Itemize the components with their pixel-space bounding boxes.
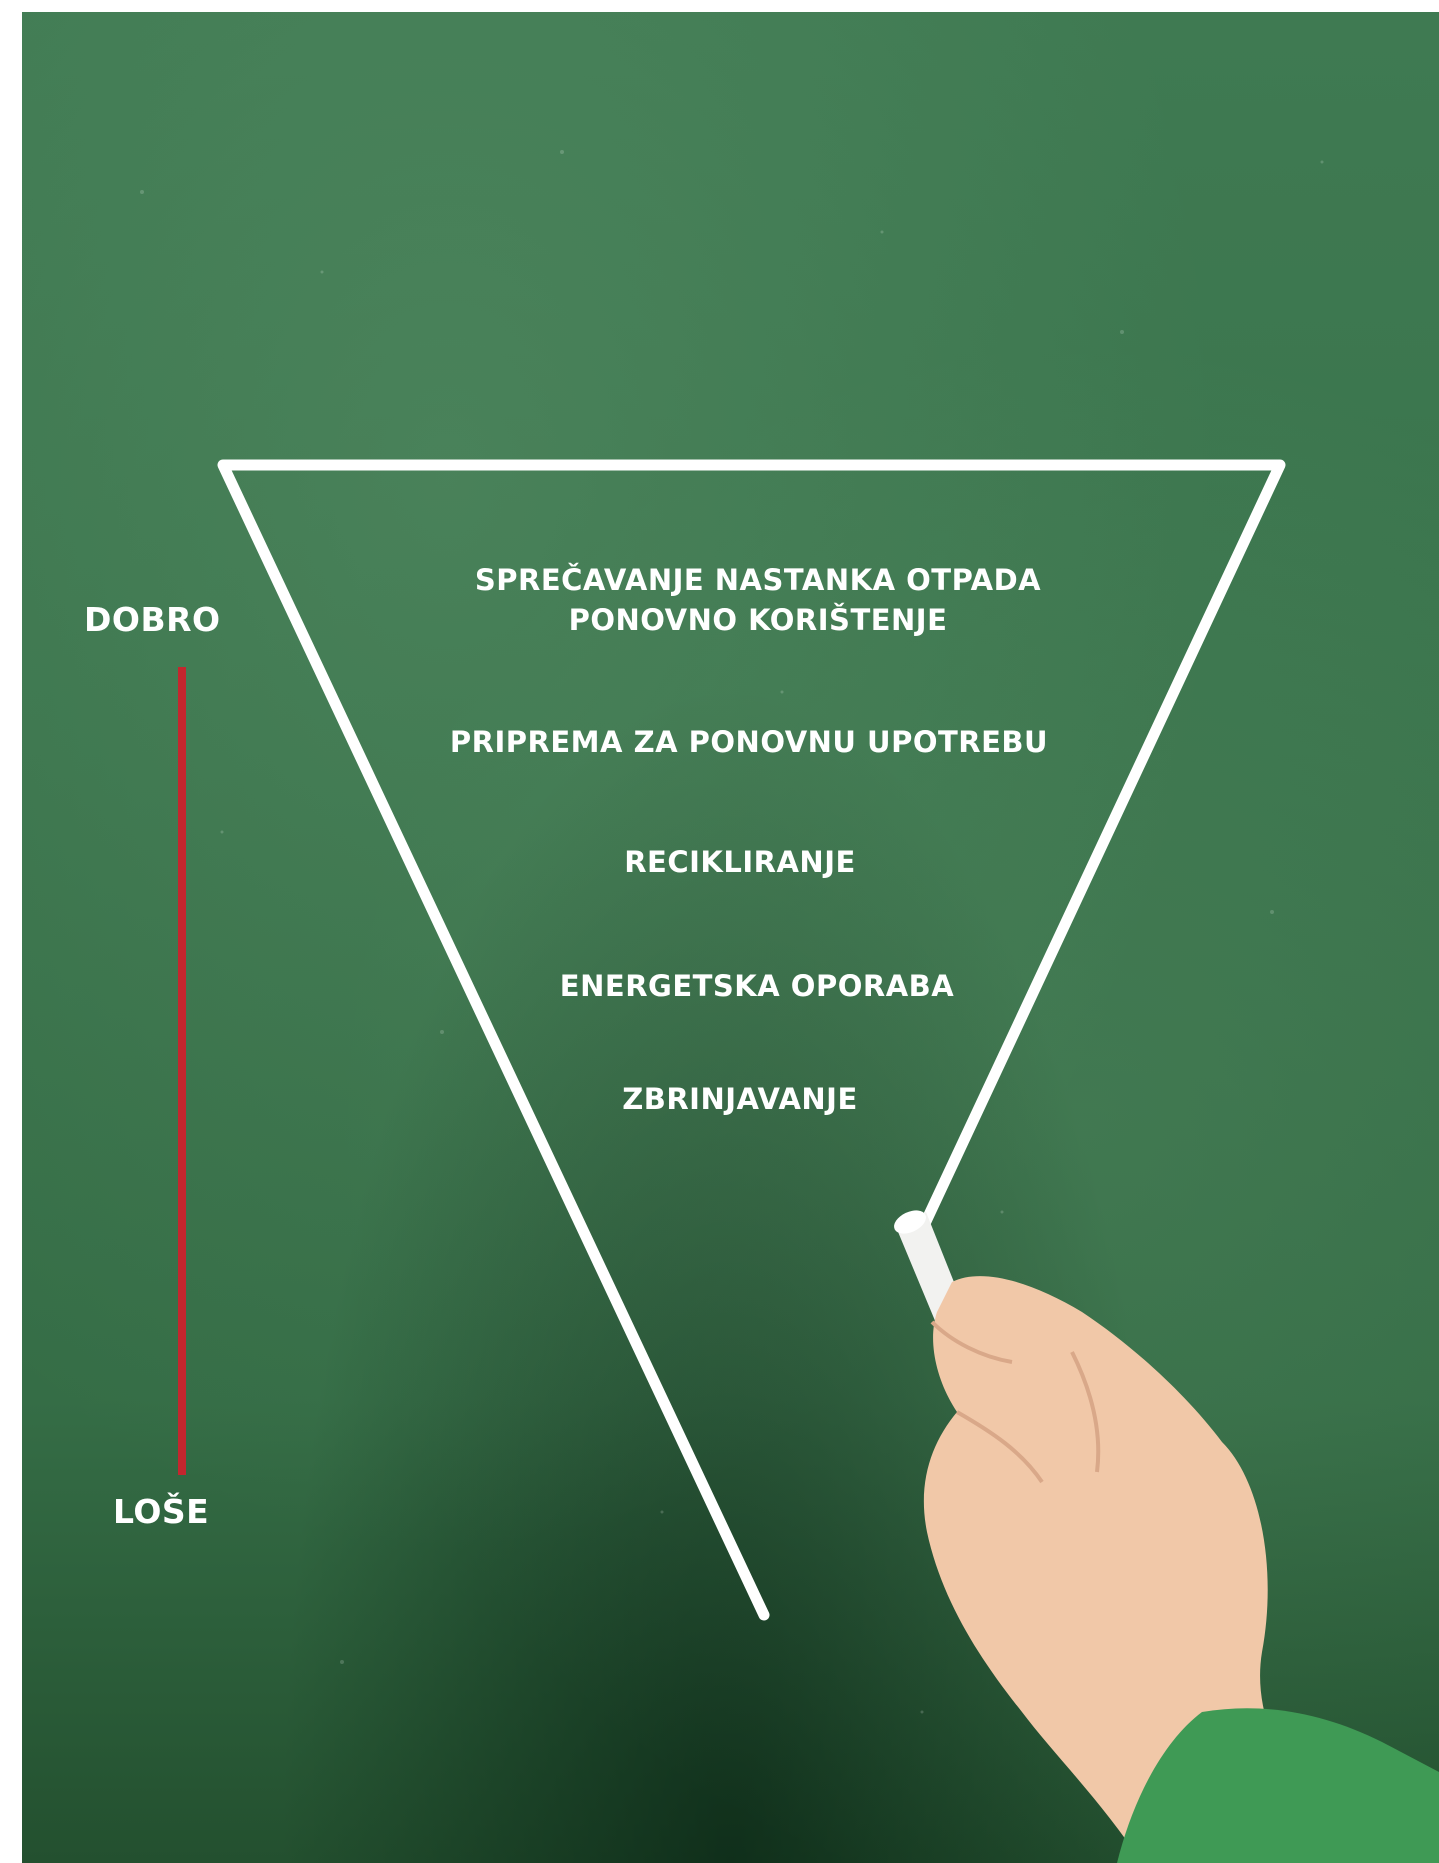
- hand-icon: [924, 1276, 1439, 1863]
- level-preparation-for-reuse: PRIPREMA ZA PONOVNU UPOTREBU: [450, 722, 1048, 762]
- chalkboard-drawing: [22, 12, 1439, 1863]
- chalkboard: DOBRO LOŠE SPREČAVANJE NASTANKA OTPADA P…: [22, 12, 1439, 1863]
- level-recycling: RECIKLIRANJE: [624, 842, 856, 882]
- scale-top-label: DOBRO: [84, 600, 221, 639]
- scale-bar: [178, 667, 186, 1475]
- level-prevention: SPREČAVANJE NASTANKA OTPADA PONOVNO KORI…: [475, 560, 1041, 640]
- level-energy-recovery: ENERGETSKA OPORABA: [560, 966, 954, 1006]
- level-disposal: ZBRINJAVANJE: [622, 1079, 858, 1119]
- level-prevention-line2: PONOVNO KORIŠTENJE: [475, 600, 1041, 640]
- scale-bottom-label: LOŠE: [113, 1492, 209, 1531]
- level-prevention-line1: SPREČAVANJE NASTANKA OTPADA: [475, 560, 1041, 600]
